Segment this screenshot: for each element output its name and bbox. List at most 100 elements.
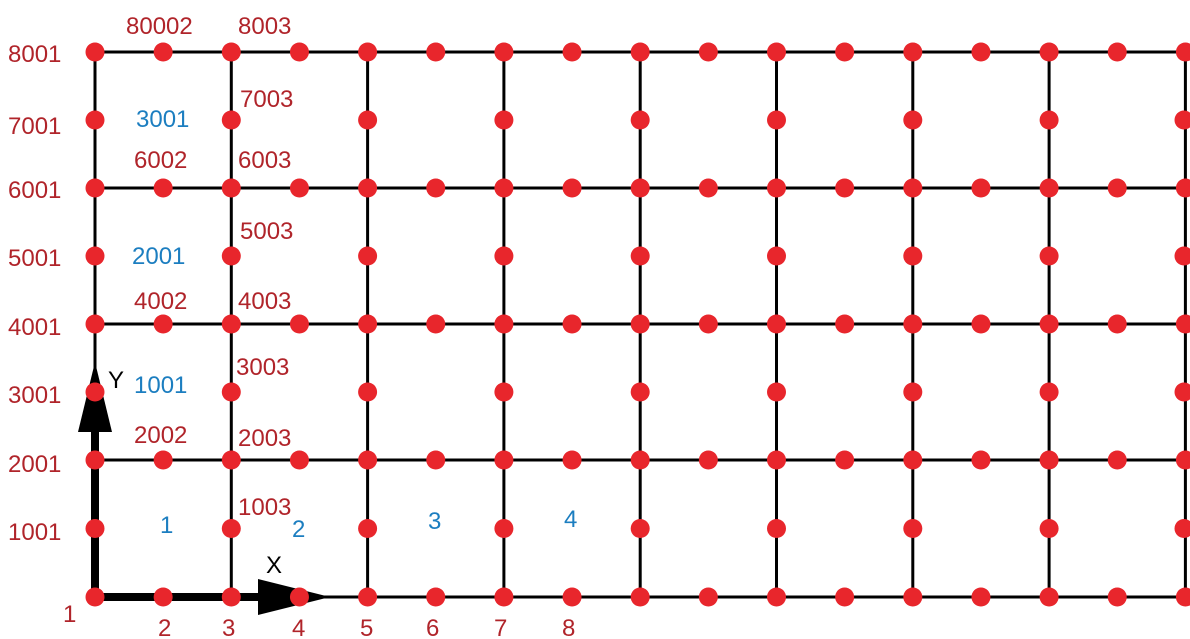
mesh-node bbox=[1039, 587, 1059, 607]
mesh-node bbox=[85, 314, 105, 334]
mesh-node bbox=[1175, 314, 1190, 334]
mesh-node bbox=[221, 450, 241, 470]
node-label-7001: 7001 bbox=[8, 113, 61, 140]
mesh-node bbox=[835, 587, 855, 607]
mesh-node bbox=[903, 314, 923, 334]
node-label-2001: 2001 bbox=[8, 451, 61, 478]
mesh-node bbox=[835, 450, 855, 470]
mesh-node bbox=[358, 382, 378, 402]
mesh-node bbox=[494, 110, 514, 130]
mesh-node bbox=[221, 314, 241, 334]
mesh-node bbox=[1039, 246, 1059, 266]
mesh-node bbox=[698, 178, 718, 198]
mesh-node bbox=[562, 587, 582, 607]
mesh-node bbox=[903, 519, 923, 538]
mesh-node bbox=[85, 587, 105, 607]
mesh-node bbox=[1039, 519, 1059, 538]
mesh-node bbox=[903, 42, 923, 62]
node-label-5: 5 bbox=[360, 615, 373, 639]
mesh-node bbox=[767, 178, 786, 198]
mesh-node bbox=[630, 519, 650, 538]
mesh-node bbox=[835, 314, 855, 334]
mesh-node bbox=[630, 587, 650, 607]
mesh-node bbox=[221, 587, 241, 607]
node-label-7: 7 bbox=[494, 615, 507, 639]
mesh-node bbox=[1039, 42, 1059, 62]
mesh-node bbox=[698, 42, 718, 62]
mesh-node bbox=[630, 178, 650, 198]
mesh-node bbox=[630, 110, 650, 130]
node-label-3001: 3001 bbox=[8, 382, 61, 409]
mesh-node bbox=[426, 178, 446, 198]
mesh-node bbox=[358, 314, 378, 334]
mesh-node bbox=[767, 110, 786, 130]
mesh-node bbox=[1107, 314, 1127, 334]
mesh-node bbox=[1175, 587, 1190, 607]
node-label-3003: 3003 bbox=[236, 354, 289, 381]
mesh-node bbox=[153, 42, 173, 62]
mesh-node bbox=[835, 42, 855, 62]
mesh-node bbox=[358, 246, 378, 266]
node-label-2002: 2002 bbox=[134, 422, 187, 449]
mesh-node bbox=[903, 178, 923, 198]
mesh-node bbox=[358, 450, 378, 470]
mesh-node bbox=[289, 42, 309, 62]
mesh-node bbox=[221, 42, 241, 62]
node-label-8001: 8001 bbox=[8, 41, 61, 68]
mesh-node bbox=[562, 314, 582, 334]
y-axis-label: Y bbox=[108, 367, 124, 394]
mesh-node bbox=[971, 450, 991, 470]
mesh-node bbox=[1174, 246, 1190, 266]
node-label-8003: 8003 bbox=[238, 13, 291, 40]
mesh-node bbox=[971, 587, 991, 607]
mesh-node bbox=[767, 314, 786, 334]
mesh-node bbox=[289, 587, 309, 607]
node-label-4001: 4001 bbox=[8, 314, 61, 341]
element-label-2: 2 bbox=[292, 516, 305, 543]
mesh-node bbox=[85, 110, 105, 130]
mesh-node bbox=[1175, 450, 1190, 470]
mesh-node bbox=[835, 178, 855, 198]
mesh-node bbox=[494, 382, 514, 402]
node-label-5001: 5001 bbox=[8, 245, 61, 272]
mesh-node bbox=[221, 178, 241, 198]
mesh-node bbox=[1039, 450, 1059, 470]
mesh-node bbox=[494, 314, 514, 334]
mesh-node bbox=[426, 450, 446, 470]
mesh-node bbox=[698, 450, 718, 470]
mesh-node bbox=[1107, 450, 1127, 470]
node-label-6: 6 bbox=[426, 615, 439, 639]
mesh-node bbox=[426, 42, 446, 62]
mesh-node bbox=[767, 42, 786, 62]
mesh-node bbox=[153, 178, 173, 198]
node-label-1001: 1001 bbox=[8, 519, 61, 546]
mesh-node bbox=[903, 382, 923, 402]
mesh-node bbox=[358, 519, 378, 538]
mesh-node bbox=[426, 587, 446, 607]
element-label-1: 1 bbox=[160, 512, 173, 539]
mesh-node bbox=[1107, 587, 1127, 607]
mesh-node bbox=[903, 450, 923, 470]
mesh-node bbox=[494, 178, 514, 198]
mesh-node bbox=[1175, 42, 1190, 62]
element-label-3: 3 bbox=[428, 508, 441, 535]
mesh-node bbox=[562, 42, 582, 62]
mesh-node bbox=[767, 450, 786, 470]
mesh-node bbox=[698, 587, 718, 607]
mesh-node bbox=[494, 246, 514, 266]
mesh-node bbox=[426, 314, 446, 334]
mesh-node bbox=[971, 42, 991, 62]
node-label-2003: 2003 bbox=[238, 425, 291, 452]
element-label-3001: 3001 bbox=[136, 106, 189, 133]
x-axis-label: X bbox=[266, 552, 282, 579]
node-label-8: 8 bbox=[562, 615, 575, 639]
node-label-3: 3 bbox=[222, 615, 235, 639]
element-label-4: 4 bbox=[564, 506, 577, 533]
mesh-node bbox=[767, 382, 786, 402]
mesh-node bbox=[1039, 382, 1059, 402]
element-label-1001: 1001 bbox=[134, 372, 187, 399]
mesh-node bbox=[85, 42, 105, 62]
mesh-node bbox=[221, 519, 241, 538]
node-label-7003: 7003 bbox=[240, 86, 293, 113]
